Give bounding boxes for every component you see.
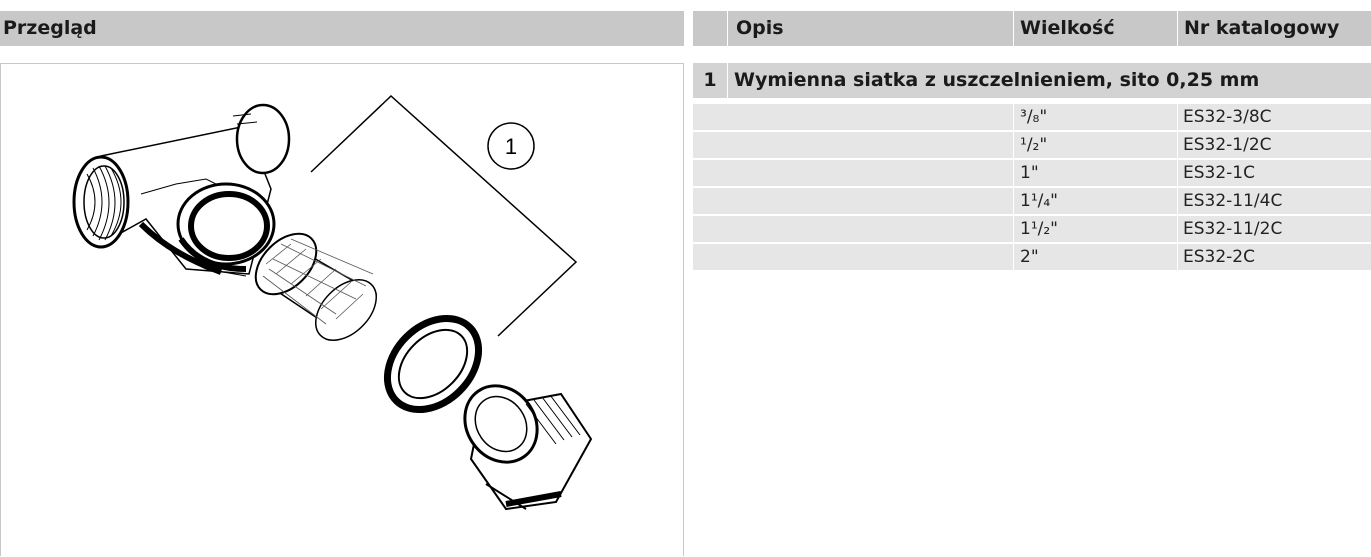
table-row: 2" ES32-2C [693,244,1371,270]
catalog-number-cell: ES32-3/8C [1183,107,1272,127]
column-divider [1177,160,1178,186]
overview-header-label: Przegląd [3,17,97,39]
table-row: 1¹/₂" ES32-11/2C [693,216,1371,242]
section-number: 1 [703,69,717,91]
section-title: Wymienna siatka z uszczelnieniem, sito 0… [734,69,1260,91]
catalog-number-cell: ES32-11/2C [1183,219,1283,239]
description-column-header: Opis [736,17,784,39]
column-divider [1013,11,1014,46]
exploded-view-illustration: 1 [0,63,684,556]
catalog-number-column-header: Nr katalogowy [1184,17,1340,39]
column-divider [1013,216,1014,242]
end-cap-icon [463,384,593,511]
strainer-parts-drawing: 1 [72,94,593,511]
overview-header: Przegląd [0,11,684,46]
section-row: 1 Wymienna siatka z uszczelnieniem, sito… [693,63,1371,98]
column-divider [1177,11,1178,46]
strainer-body-icon [72,103,291,277]
table-row: 1" ES32-1C [693,160,1371,186]
column-divider [727,11,728,46]
column-divider [1177,132,1178,158]
catalog-number-cell: ES32-1C [1183,163,1255,183]
mesh-screen-icon [254,232,378,341]
column-divider [1013,188,1014,214]
table-row: ³/₈" ES32-3/8C [693,104,1371,130]
column-divider [1177,216,1178,242]
column-divider [727,63,728,98]
size-cell: 2" [1020,247,1039,267]
column-divider [1177,188,1178,214]
callout-circle [487,122,535,170]
catalog-number-cell: ES32-11/4C [1183,191,1283,211]
size-cell: 1¹/₂" [1020,219,1058,239]
column-divider [1013,244,1014,270]
column-divider [1177,104,1178,130]
column-divider [1013,132,1014,158]
column-divider [1013,104,1014,130]
size-cell: 1" [1020,163,1039,183]
size-cell: 1¹/₄" [1020,191,1058,211]
table-row: 1¹/₄" ES32-11/4C [693,188,1371,214]
callout-number: 1 [505,134,517,159]
table-row: ¹/₂" ES32-1/2C [693,132,1371,158]
catalog-number-cell: ES32-1/2C [1183,135,1272,155]
gasket-ring-icon [383,314,483,414]
table-header: Opis Wielkość Nr katalogowy [693,11,1371,46]
column-divider [1177,244,1178,270]
callout-bracket [310,94,578,337]
size-cell: ³/₈" [1020,107,1048,127]
column-divider [1013,160,1014,186]
catalog-number-cell: ES32-2C [1183,247,1255,267]
size-cell: ¹/₂" [1020,135,1048,155]
size-column-header: Wielkość [1020,17,1115,39]
